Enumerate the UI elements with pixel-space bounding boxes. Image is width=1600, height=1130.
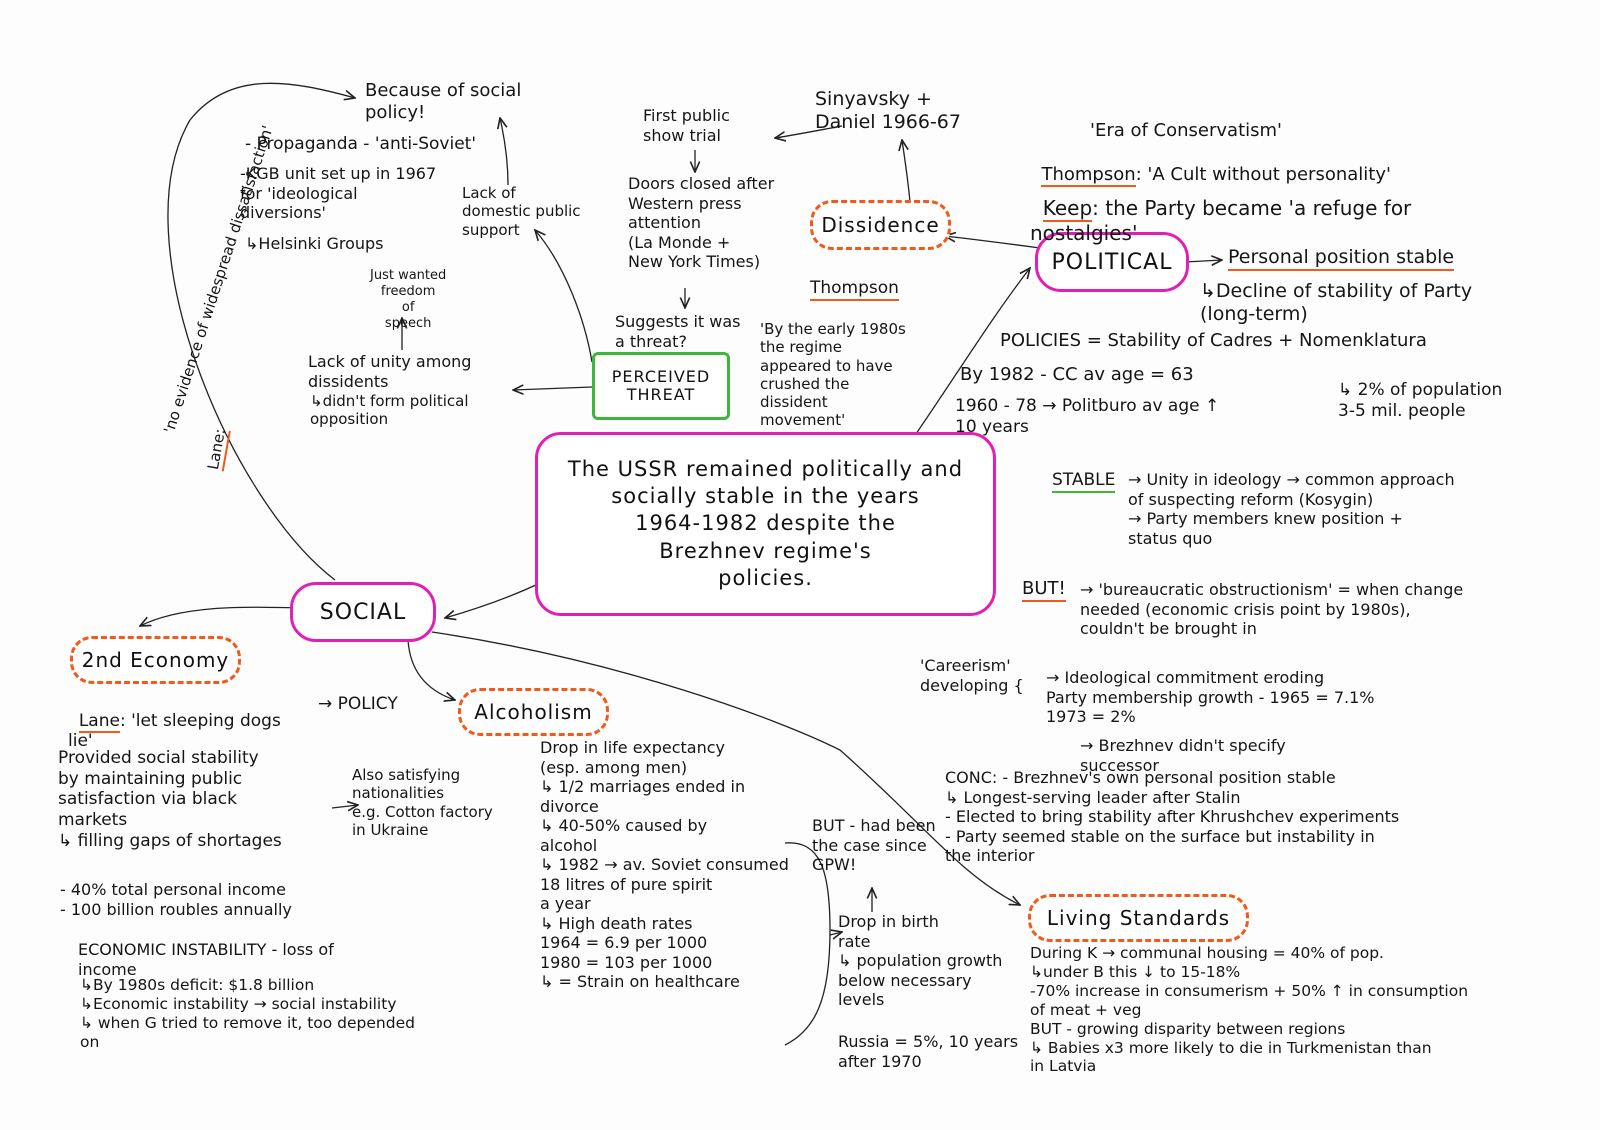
russia-note: Russia = 5%, 10 years after 1970 — [838, 1032, 1019, 1071]
cc-age: By 1982 - CC av age = 63 — [960, 364, 1194, 385]
second-economy-node: 2nd Economy — [70, 636, 241, 684]
birth-rate-note: Drop in birth rate ↳ population growth b… — [838, 912, 1003, 1010]
no-opposition-note: ↳didn't form political opposition — [310, 392, 469, 429]
connector-bracket-birth — [829, 932, 842, 935]
lane-sleeping-dogs: Lane: 'let sleeping dogs lie' — [68, 690, 281, 752]
connector-political-dissidence — [945, 236, 1041, 249]
doors-closed-note: Doors closed after Western press attenti… — [628, 174, 775, 272]
era-conservatism: 'Era of Conservatism' — [1090, 120, 1282, 141]
central-idea: The USSR remained politically and social… — [535, 432, 996, 616]
keep-text: : the Party became 'a refuge for nostalg… — [1030, 196, 1412, 245]
living-standards-node: Living Standards — [1028, 894, 1249, 942]
helsinki-note: ↳Helsinki Groups — [245, 234, 384, 253]
lack-support-note: Lack of domestic public support — [462, 184, 581, 239]
lack-unity-note: Lack of unity among dissidents — [308, 352, 472, 391]
living-standards-notes: During K → communal housing = 40% of pop… — [1030, 944, 1469, 1076]
living-standards-label: Living Standards — [1046, 906, 1231, 930]
population-share: ↳ 2% of population 3-5 mil. people — [1338, 380, 1503, 421]
alcoholism-node: Alcoholism — [458, 688, 609, 736]
political-label: POLITICAL — [1051, 249, 1173, 275]
life-expectancy: Drop in life expectancy (esp. among men)… — [540, 738, 789, 992]
thompson-cult-text: : 'A Cult without personality' — [1135, 163, 1391, 185]
careerism-label: 'Careerism' developing { — [920, 656, 1024, 695]
thompson-quote: 'By the early 1980s the regime appeared … — [760, 320, 906, 430]
bureaucratic-note: → 'bureaucratic obstructionism' = when c… — [1080, 580, 1464, 639]
connector-social-economy — [140, 606, 301, 626]
political-node: POLITICAL — [1035, 232, 1189, 292]
connector-lane-arc — [167, 82, 355, 581]
stable-label: STABLE — [1052, 470, 1116, 493]
connector-threat-support — [535, 230, 593, 363]
connector-central-political — [904, 268, 1030, 451]
connector-markets-also — [331, 805, 358, 808]
deficit-chain: ↳By 1980s deficit: $1.8 billion ↳Economi… — [80, 976, 415, 1051]
connector-alcohol-birth — [784, 842, 831, 1046]
decline-stability: ↳Decline of stability of Party (long-ter… — [1200, 280, 1473, 326]
connector-threat-unity — [513, 387, 593, 390]
careerism-points: → Ideological commitment eroding Party m… — [1046, 668, 1375, 727]
connector-sinyavsky-showtrial — [775, 125, 843, 138]
but-label: BUT! — [1022, 578, 1066, 602]
connector-political-personal — [1184, 260, 1222, 262]
lane-social-label: Lane — [78, 710, 120, 733]
keep-refuge: Keep: the Party became 'a refuge for nos… — [1030, 172, 1411, 245]
thompson-cult-label: Thompson — [1041, 163, 1136, 187]
keep-label: Keep — [1042, 196, 1093, 223]
conclusion-note: CONC: - Brezhnev's own personal position… — [945, 768, 1400, 866]
dissidence-node: Dissidence — [810, 200, 951, 250]
stable-points: → Unity in ideology → common approach of… — [1128, 470, 1455, 548]
personal-position: Personal position stable — [1228, 246, 1455, 272]
suggests-threat-note: Suggests it was a threat? — [615, 312, 741, 351]
connector-social-alcoholism — [407, 639, 455, 700]
propaganda-note: - Propaganda - 'anti-Soviet' — [245, 134, 477, 154]
social-node: SOCIAL — [290, 582, 436, 642]
because-social-policy: Because of social policy! — [365, 80, 522, 123]
connector-social-living — [431, 631, 1020, 905]
central-idea-text: The USSR remained politically and social… — [567, 456, 964, 590]
income-stats: - 40% total personal income - 100 billio… — [60, 880, 292, 919]
thompson-name: Thompson — [810, 278, 899, 301]
freedom-note: Just wanted freedom of speech — [370, 268, 447, 331]
provided-stability: Provided social stability by maintaining… — [58, 748, 282, 851]
policies-cadres: POLICIES = Stability of Cadres + Nomenkl… — [1000, 330, 1427, 351]
perceived-threat-node: PERCEIVED THREAT — [592, 352, 730, 420]
sinyavsky-note: Sinyavsky + Daniel 1966-67 — [815, 88, 961, 134]
connector-support-because — [500, 118, 509, 186]
lane-social-text: : 'let sleeping dogs lie' — [68, 710, 281, 752]
show-trial-note: First public show trial — [643, 106, 730, 145]
politburo-age: 1960 - 78 → Politburo av age ↑ 10 years — [955, 396, 1220, 437]
social-label: SOCIAL — [319, 599, 407, 625]
second-economy-label: 2nd Economy — [81, 648, 230, 672]
policy-arrow-note: → POLICY — [318, 694, 398, 714]
also-satisfying: Also satisfying nationalities e.g. Cotto… — [352, 766, 493, 839]
connector-dissidence-sinyavsky — [902, 140, 911, 203]
alcoholism-label: Alcoholism — [474, 700, 593, 724]
economic-instability: ECONOMIC INSTABILITY - loss of income — [78, 940, 334, 979]
dissidence-label: Dissidence — [821, 213, 940, 237]
perceived-threat-label: PERCEIVED THREAT — [611, 366, 711, 404]
but-gpw-note: BUT - had been the case since GPW! — [812, 816, 936, 875]
successor-note: → Brezhnev didn't specify successor — [1080, 736, 1286, 775]
thompson-cult: Thompson: 'A Cult without personality' — [1030, 142, 1391, 187]
kgb-note: -KGB unit set up in 1967 for 'ideologica… — [240, 164, 437, 223]
